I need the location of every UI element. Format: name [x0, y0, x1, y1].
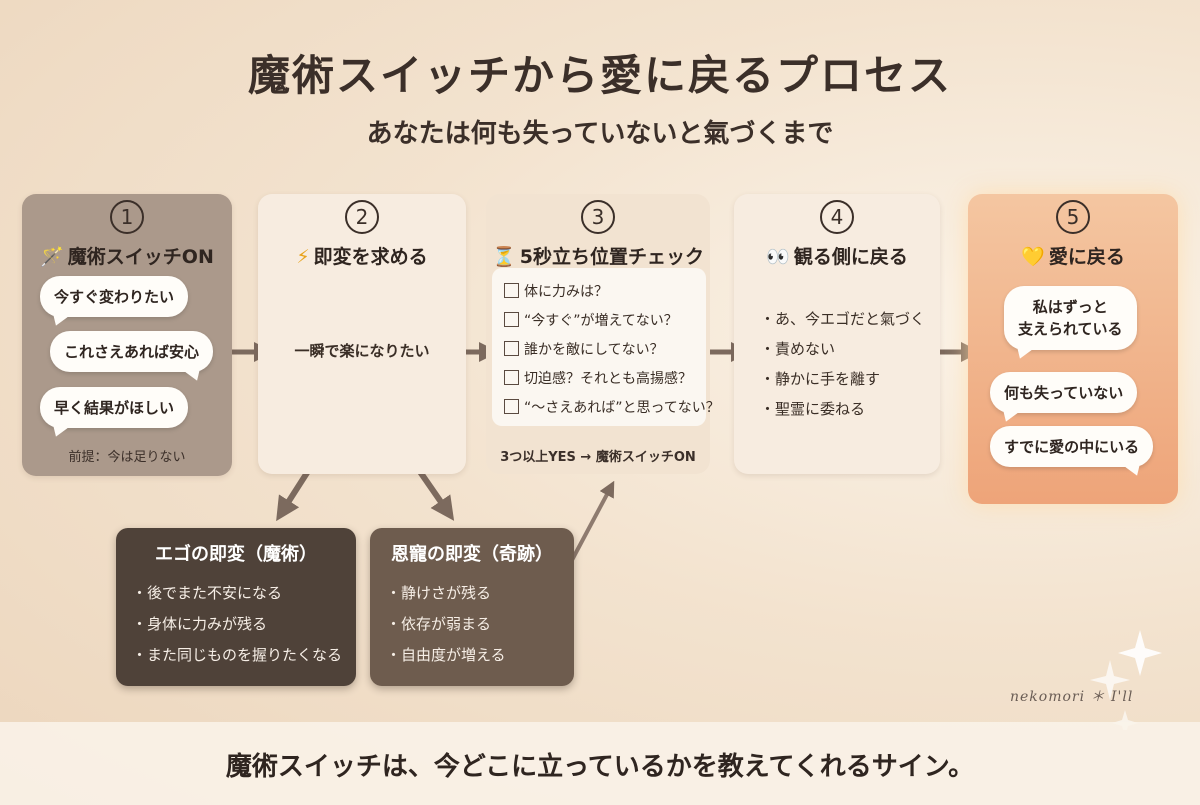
step-1-bubble-3: 早く結果がほしい [40, 387, 189, 428]
step-1-premise: 前提：今は足りない [68, 450, 186, 465]
step-5-bubble-1: 私はずっと支えられている [1004, 286, 1137, 350]
check-item[interactable]: 誰かを敵にしてない？ [504, 336, 694, 365]
step-2-heading: ⚡即変を求める [296, 246, 428, 268]
check-item[interactable]: 体に力みは？ [504, 278, 694, 307]
check-item[interactable]: “今すぐ”が増えてない？ [504, 307, 694, 336]
list-item: ・責めない [760, 340, 836, 358]
list-item: ・聖霊に委ねる [760, 400, 866, 418]
hourglass-icon: ⏳ [492, 246, 516, 268]
list-item: ・また同じものを握りたくなる [132, 646, 343, 664]
step-1-number: 1 [22, 200, 232, 234]
list-item: ・身体に力みが残る [132, 615, 268, 633]
step-5-bubble-3: すでに愛の中にいる [990, 426, 1154, 467]
branch-ego-title: エゴの即変（魔術） [155, 544, 317, 565]
step-4-list: ・あ、今エゴだと氣づく ・責めない ・静かに手を離す ・聖霊に委ねる [760, 304, 925, 424]
step-1-heading: 🪄魔術スイッチON [40, 246, 214, 268]
lightning-icon: ⚡ [296, 246, 310, 268]
list-item: ・静かに手を離す [760, 370, 881, 388]
step-5-number: 5 [968, 200, 1178, 234]
list-item: ・後でまた不安になる [132, 584, 283, 602]
arrow-grace-to-3 [570, 480, 615, 561]
step-3-number: 3 [486, 200, 710, 234]
step-4-card: 4 👀観る側に戻る ・あ、今エゴだと氣づく ・責めない ・静かに手を離す ・聖霊… [734, 194, 940, 474]
step-4-number: 4 [734, 200, 940, 234]
check-item[interactable]: 切迫感？それとも高揚感？ [504, 365, 694, 394]
sparkle-icon [1090, 630, 1162, 730]
list-item: ・自由度が増える [386, 646, 506, 664]
branch-grace-list: ・静けさが残る ・依存が弱まる ・自由度が増える [386, 578, 506, 671]
step-2-text: 一瞬で楽になりたい [294, 342, 430, 360]
list-item: ・依存が弱まる [386, 615, 492, 633]
checklist: 体に力みは？ “今すぐ”が増えてない？ 誰かを敵にしてない？ 切迫感？それとも高… [492, 268, 720, 426]
step-5-bubble-2: 何も失っていない [990, 372, 1138, 413]
page-title: 魔術スイッチから愛に戻るプロセス [247, 51, 952, 100]
step-5-heading: 💛愛に戻る [1021, 246, 1125, 268]
list-item: ・静けさが残る [386, 584, 492, 602]
magic-wand-icon: 🪄 [40, 246, 64, 268]
step-1-bubble-1: 今すぐ変わりたい [40, 276, 189, 317]
branch-ego-list: ・後でまた不安になる ・身体に力みが残る ・また同じものを握りたくなる [132, 578, 342, 671]
footer-bar: 魔術スイッチは、今どこに立っているかを教えてくれるサイン。 [0, 722, 1200, 805]
branch-grace-card: 恩寵の即変（奇跡） ・静けさが残る ・依存が弱まる ・自由度が増える [370, 528, 574, 686]
page-subtitle: あなたは何も失っていないと氣づくまで [366, 119, 834, 149]
step-1-bubble-2: これさえあれば安心 [50, 331, 214, 372]
list-item: ・あ、今エゴだと氣づく [760, 310, 926, 328]
yellow-heart-icon: 💛 [1021, 246, 1045, 268]
step-2-card: 2 ⚡即変を求める 一瞬で楽になりたい [258, 194, 466, 474]
step-2-number: 2 [258, 200, 466, 234]
step-4-heading: 👀観る側に戻る [766, 246, 908, 268]
branch-grace-title: 恩寵の即変（奇跡） [391, 544, 553, 565]
step-3-heading: ⏳5秒立ち位置チェック [492, 246, 704, 268]
eyes-icon: 👀 [766, 246, 790, 268]
footer-message: 魔術スイッチは、今どこに立っているかを教えてくれるサイン。 [225, 752, 975, 782]
check-item[interactable]: “〜さえあれば”と思ってない？ [504, 394, 720, 423]
step-3-rule: 3つ以上YES → 魔術スイッチON [500, 450, 696, 465]
branch-ego-card: エゴの即変（魔術） ・後でまた不安になる ・身体に力みが残る ・また同じものを握… [116, 528, 356, 686]
watermark: nekomori ＊ I'll [1010, 689, 1134, 705]
